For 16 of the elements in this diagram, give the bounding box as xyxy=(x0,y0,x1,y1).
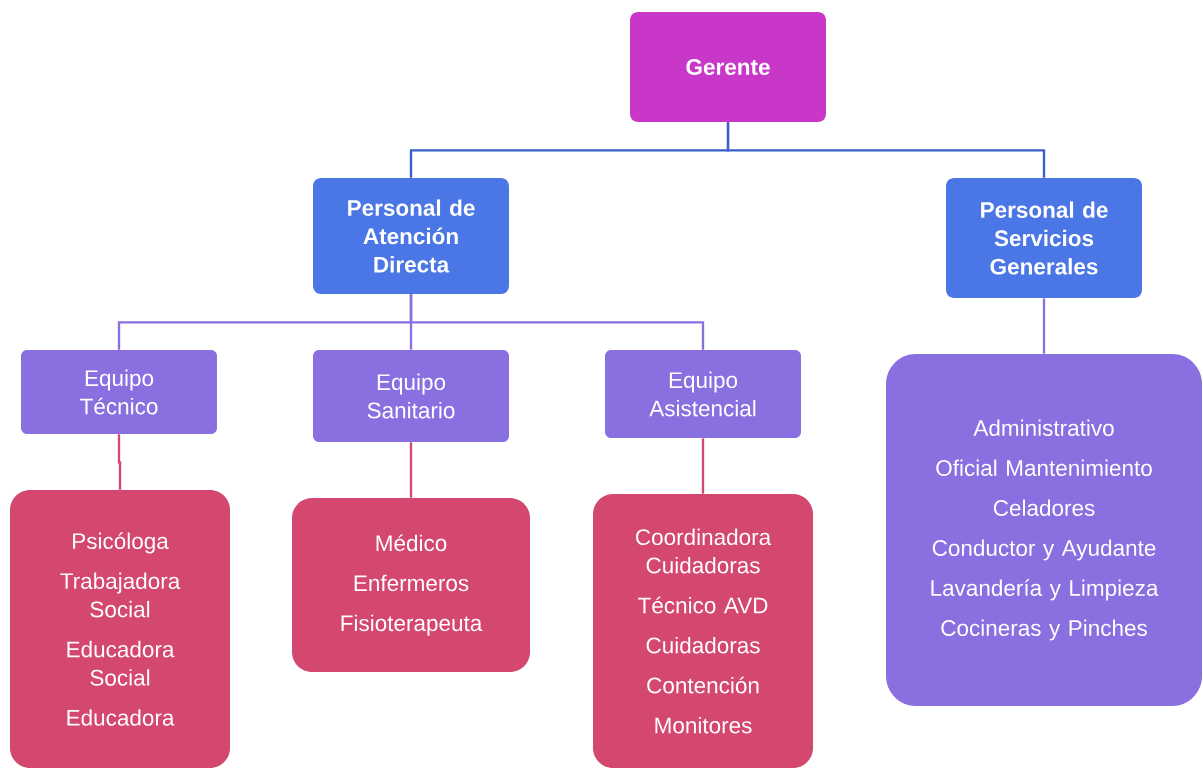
staff-box: Médico Enfermeros Fisioterapeuta xyxy=(292,498,530,672)
team-box: Equipo Asistencial xyxy=(605,350,801,438)
staff-box: Coordinadora Cuidadoras Técnico AVD Cuidadoras Contención Monitores xyxy=(593,494,813,768)
connector-line xyxy=(1042,298,1046,354)
team-box: Equipo Técnico xyxy=(21,350,217,434)
team-box: Equipo Sanitario xyxy=(313,350,509,442)
department-box: Personal de Atención Directa xyxy=(313,178,509,294)
connector-line xyxy=(701,438,705,494)
manager-box: Gerente xyxy=(630,12,826,122)
connector-line xyxy=(409,442,413,498)
staff-box: Psicóloga Trabajadora Social Educadora Social Educadora xyxy=(10,490,230,768)
connector-line xyxy=(409,294,705,350)
connector-line xyxy=(117,434,122,490)
department-box: Personal de Servicios Generales xyxy=(946,178,1142,298)
staff-box: Administrativo Oficial Mantenimiento Celadores Conductor y Ayudante Lavandería y Limpieza Cocineras y Pinches xyxy=(886,354,1202,706)
connector-line xyxy=(726,122,1046,178)
